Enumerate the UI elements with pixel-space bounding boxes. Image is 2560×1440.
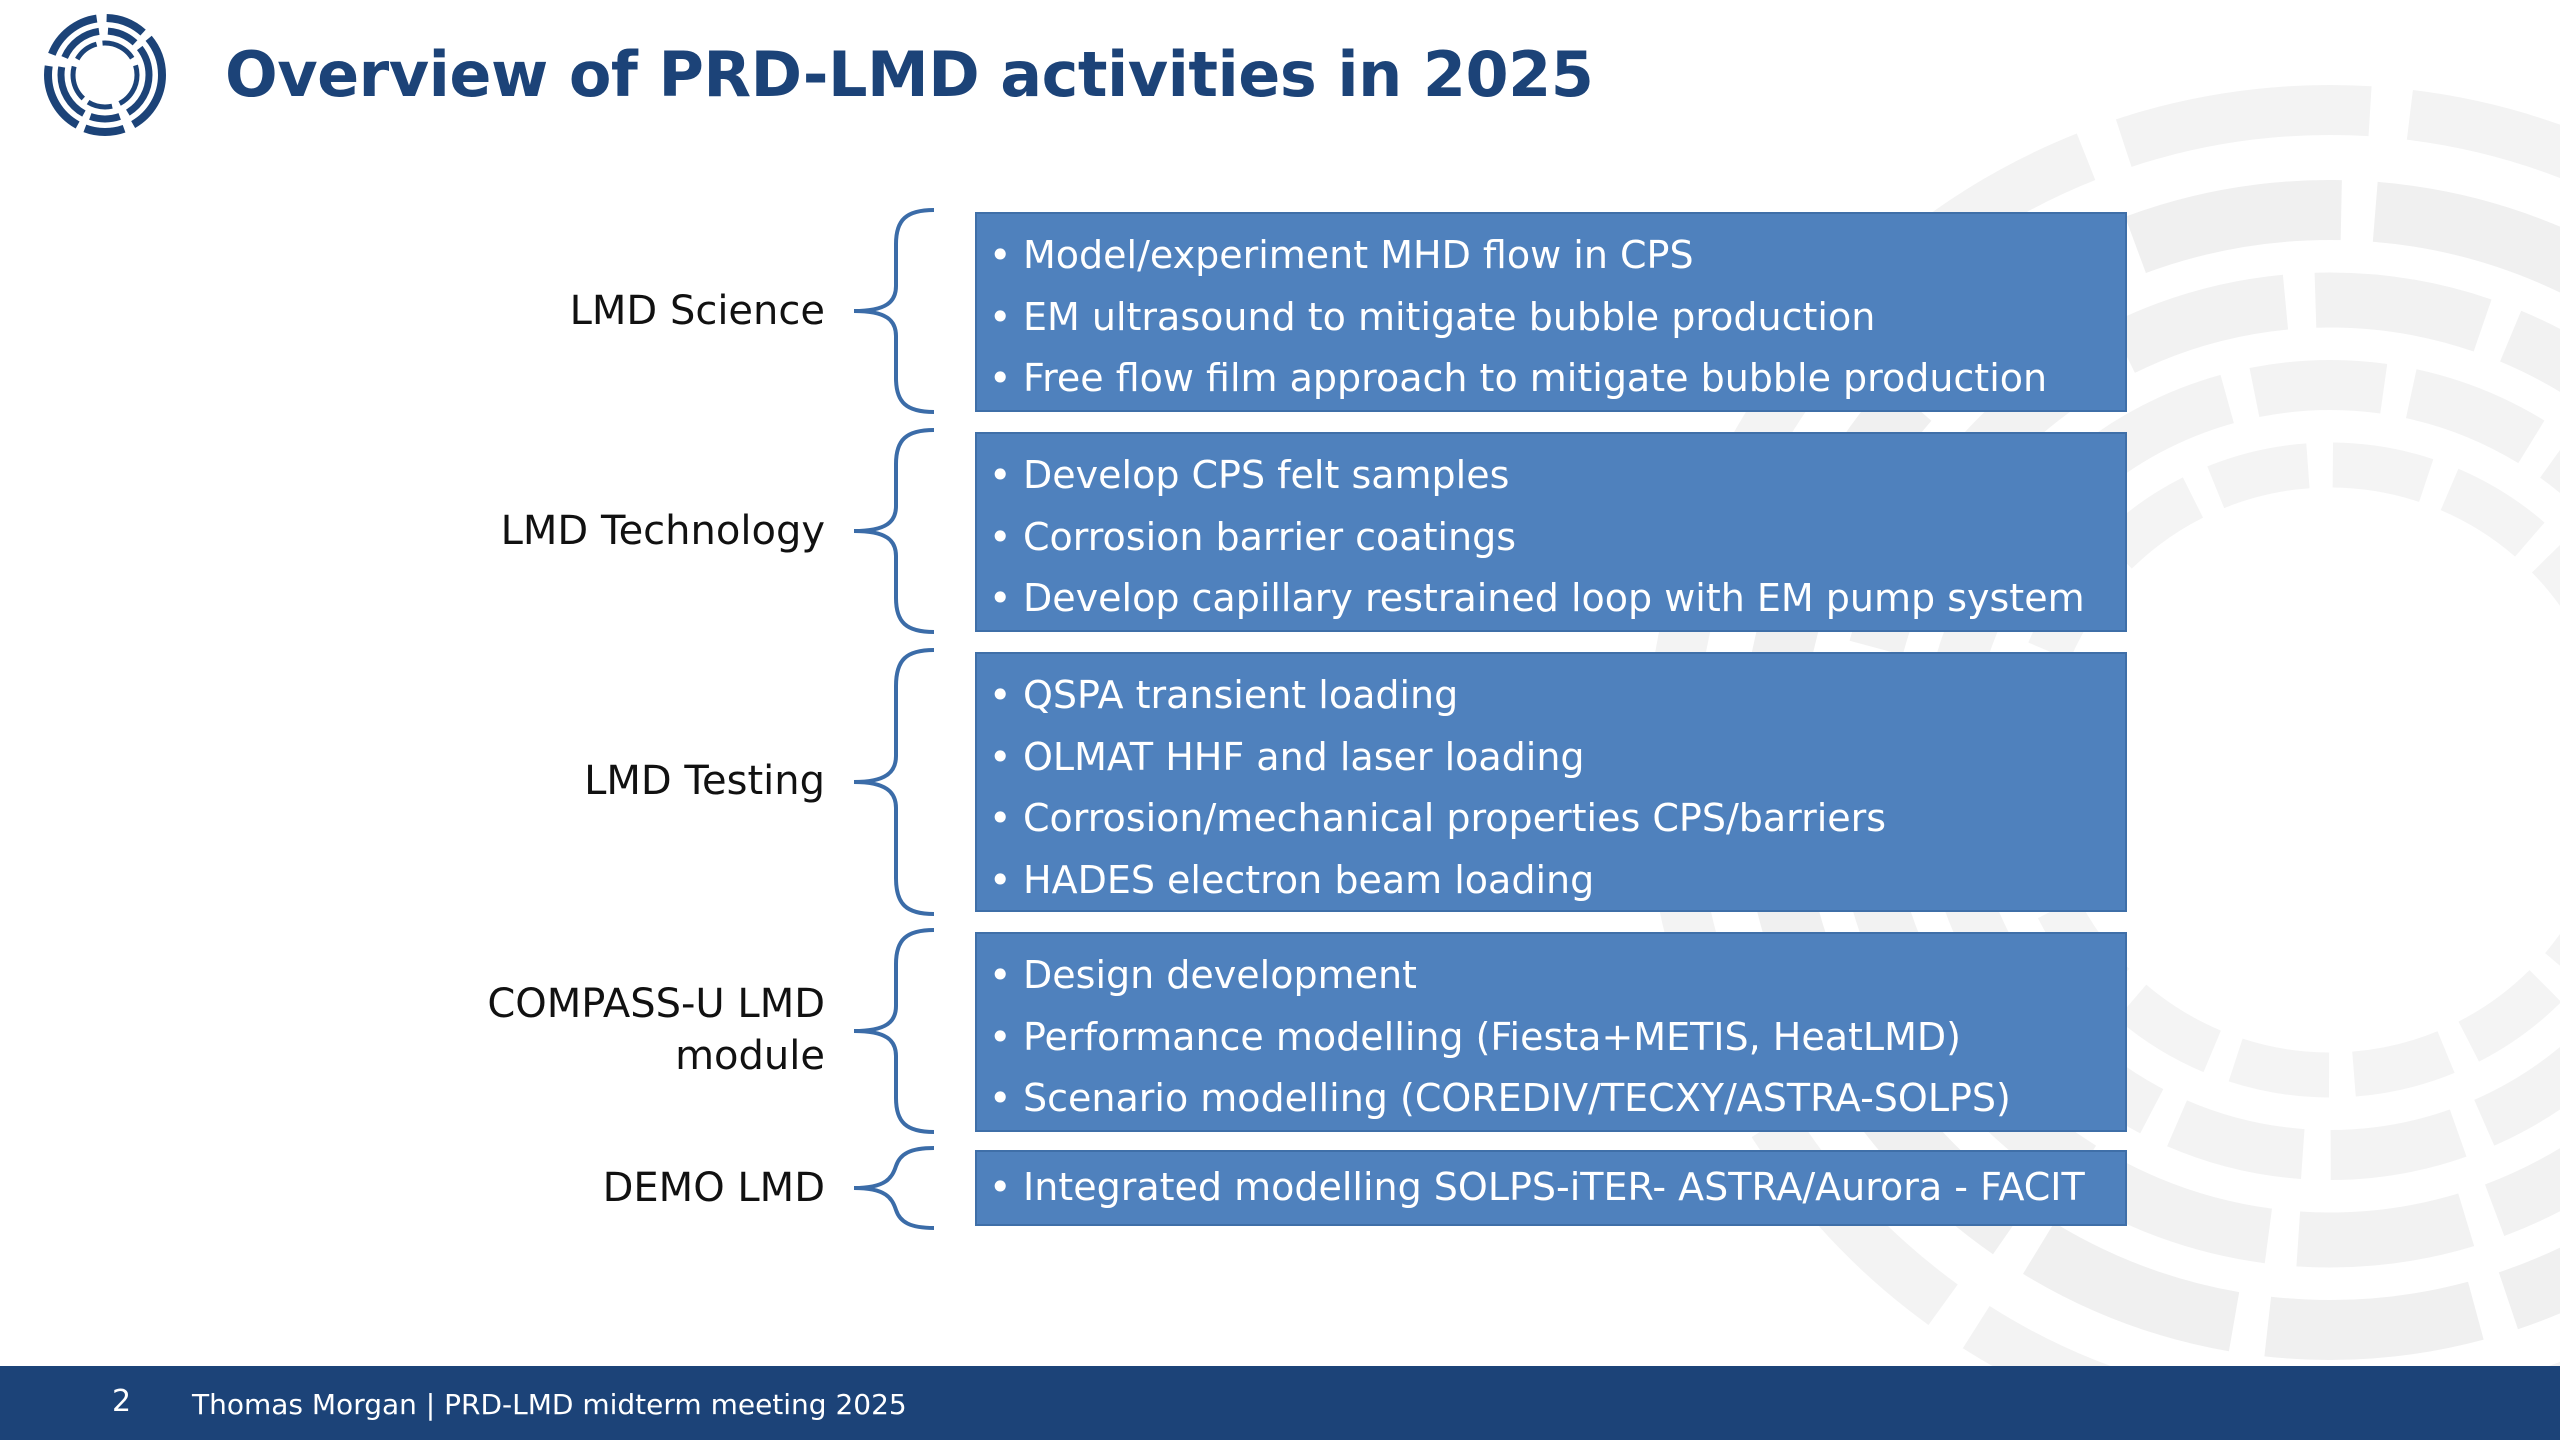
- curly-brace-icon: [853, 208, 935, 414]
- page-number: 2: [112, 1384, 132, 1419]
- list-item: •OLMAT HHF and laser loading: [989, 734, 1585, 779]
- category-label-line: COMPASS-U LMD: [487, 981, 825, 1027]
- list-item: •Corrosion/mechanical properties CPS/bar…: [989, 796, 1887, 840]
- slide-title: Overview of PRD-LMD activities in 2025: [225, 38, 1594, 111]
- list-item: •Integrated modelling SOLPS-iTER- ASTRA/…: [989, 1165, 2085, 1209]
- curly-brace-icon: [853, 928, 935, 1134]
- list-item: •Develop capillary restrained loop with …: [989, 576, 2085, 620]
- list-item: •Scenario modelling (COREDIV/TECXY/ASTRA…: [989, 1076, 2011, 1120]
- activity-box-lmd-testing: •QSPA transient loading •OLMAT HHF and l…: [975, 652, 2127, 912]
- footer-text: Thomas Morgan | PRD-LMD midterm meeting …: [192, 1388, 907, 1421]
- activity-box-lmd-technology: •Develop CPS felt samples •Corrosion bar…: [975, 432, 2127, 632]
- concentric-ring-logo-icon: [44, 14, 166, 136]
- curly-brace-icon: [853, 648, 935, 916]
- category-label-lmd-technology: LMD Technology: [500, 508, 825, 554]
- category-label-line: module: [675, 1033, 825, 1079]
- list-item: •Performance modelling (Fiesta+METIS, He…: [989, 1014, 1961, 1059]
- list-item: •QSPA transient loading: [989, 673, 1459, 717]
- activity-box-compass-u-lmd-module: •Design development •Performance modelli…: [975, 932, 2127, 1132]
- list-item: •HADES electron beam loading: [989, 857, 1595, 902]
- footer-bar: 2 Thomas Morgan | PRD-LMD midterm meetin…: [0, 1366, 2560, 1440]
- category-label-lmd-science: LMD Science: [569, 288, 825, 334]
- list-item: •Corrosion barrier coatings: [989, 514, 1517, 559]
- category-label-lmd-testing: LMD Testing: [584, 758, 825, 804]
- list-item: •Free flow film approach to mitigate bub…: [989, 356, 2048, 400]
- list-item: •Design development: [989, 953, 1417, 997]
- category-label-demo-lmd: DEMO LMD: [602, 1165, 825, 1211]
- activity-box-demo-lmd: •Integrated modelling SOLPS-iTER- ASTRA/…: [975, 1150, 2127, 1226]
- list-item: •EM ultrasound to mitigate bubble produc…: [989, 294, 1876, 339]
- curly-brace-icon: [853, 428, 935, 634]
- list-item: •Model/experiment MHD flow in CPS: [989, 233, 1694, 277]
- list-item: •Develop CPS felt samples: [989, 453, 1510, 497]
- curly-brace-icon: [853, 1146, 935, 1230]
- activity-box-lmd-science: •Model/experiment MHD flow in CPS •EM ul…: [975, 212, 2127, 412]
- category-label-compass-u-lmd-module: COMPASS-U LMD module: [265, 978, 825, 1082]
